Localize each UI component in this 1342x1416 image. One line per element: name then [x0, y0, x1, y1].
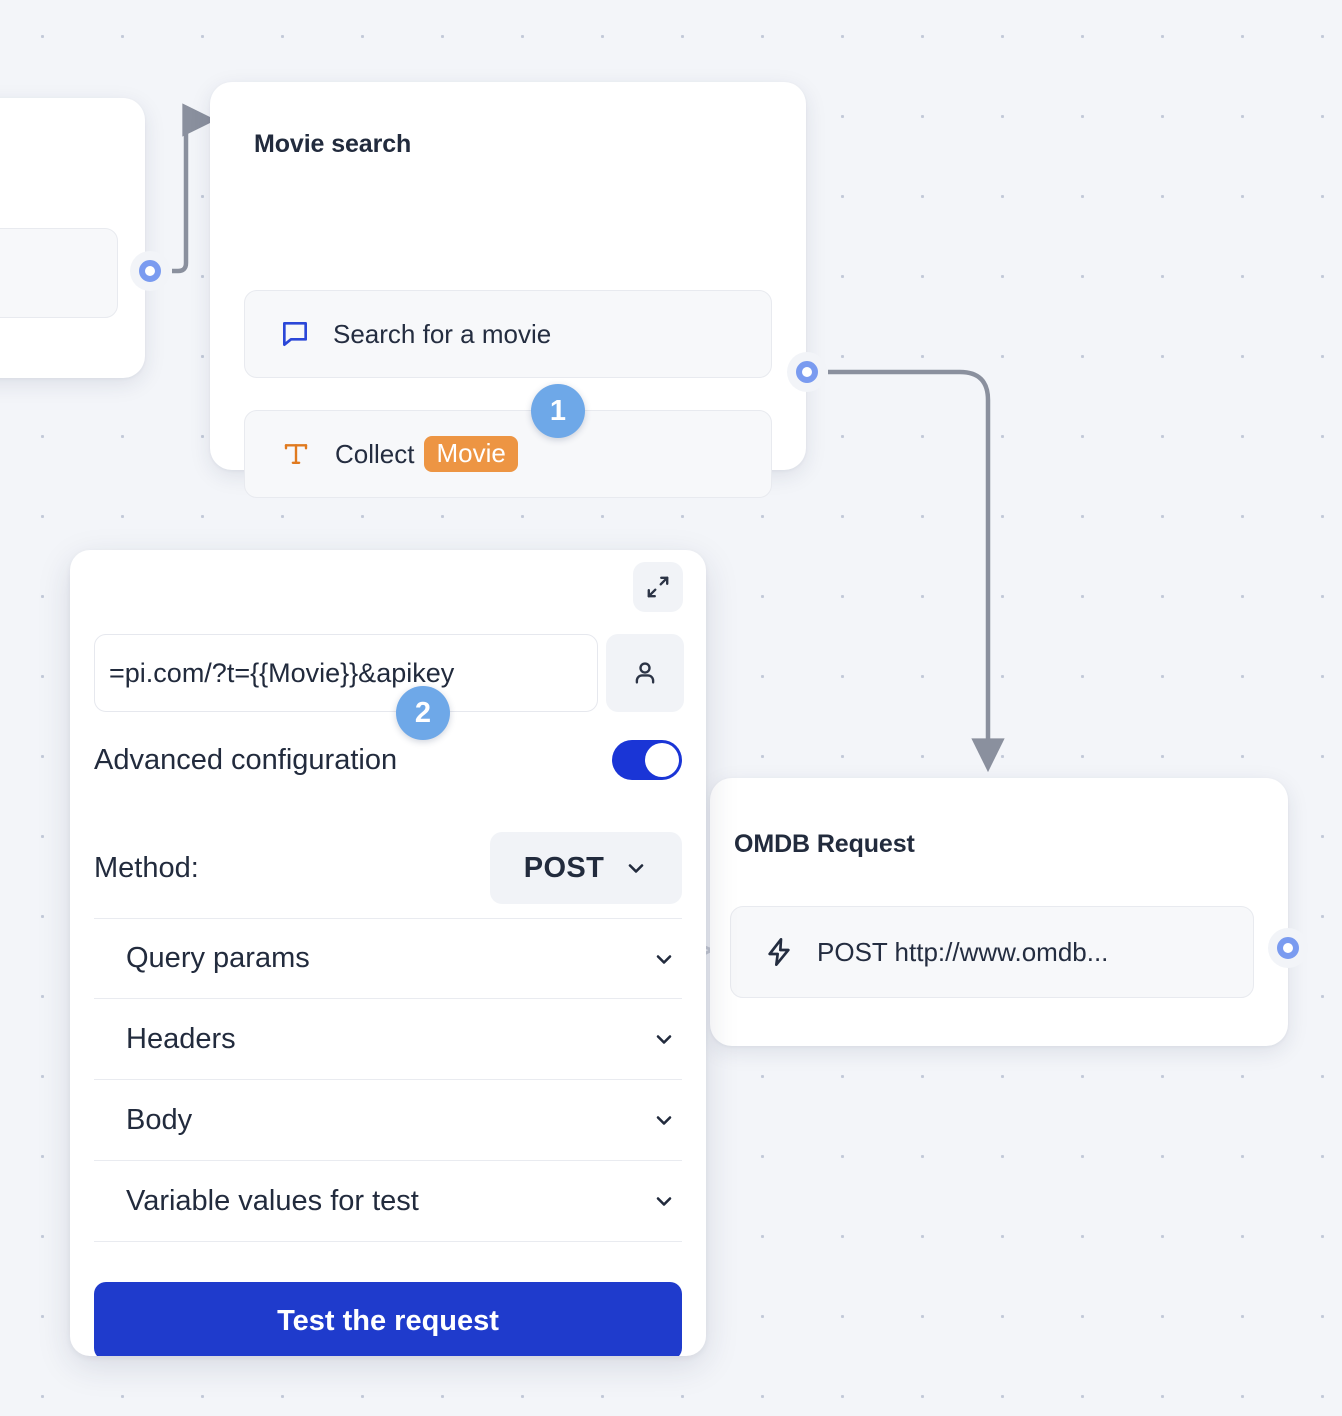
node-card-movie-search[interactable]: Movie search Search for a movie: [210, 82, 806, 498]
request-sections-accordion: Query params Headers Body Variable value…: [94, 918, 682, 1242]
advanced-configuration-row[interactable]: Advanced configuration: [94, 740, 682, 780]
chevron-down-icon: [624, 856, 648, 880]
accordion-label: Query params: [126, 942, 310, 974]
accordion-label: Headers: [126, 1022, 236, 1055]
person-icon-button[interactable]: [606, 634, 684, 712]
method-select-dropdown[interactable]: POST: [490, 832, 682, 904]
accordion-item-query-params[interactable]: Query params: [94, 918, 682, 999]
node-card-omdb-request[interactable]: OMDB Request POST http://www.omdb...: [710, 778, 1288, 1046]
node-row-label: Collect Movie: [335, 436, 518, 472]
chevron-down-icon[interactable]: [652, 1189, 676, 1213]
node-row-label: POST http://www.omdb...: [817, 936, 1109, 967]
node-row-post-request[interactable]: POST http://www.omdb...: [730, 906, 1254, 998]
accordion-label: Body: [126, 1103, 193, 1136]
chevron-down-icon[interactable]: [652, 947, 676, 971]
url-input[interactable]: [94, 634, 598, 712]
text-field-icon: [281, 439, 311, 469]
node-title-omdb-request: OMDB Request: [734, 830, 915, 858]
method-row: Method: POST: [94, 832, 682, 904]
url-field-group[interactable]: [94, 634, 684, 712]
step-badge-2: 2: [396, 686, 450, 740]
accordion-item-headers[interactable]: Headers: [94, 999, 682, 1080]
person-icon: [635, 662, 655, 684]
node-row-placeholder[interactable]: [0, 228, 118, 318]
connector-port-omdb-output[interactable]: [1268, 928, 1308, 968]
node-title-movie-search: Movie search: [254, 130, 412, 158]
collect-label: Collect: [335, 438, 415, 469]
advanced-configuration-toggle[interactable]: [612, 740, 682, 780]
node-row-label: Search for a movie: [333, 318, 552, 349]
chevron-down-icon[interactable]: [652, 1027, 676, 1051]
accordion-item-body[interactable]: Body: [94, 1080, 682, 1161]
expand-diagonal-icon-button[interactable]: [633, 562, 683, 612]
expand-diagonal-icon: [647, 576, 669, 598]
chevron-down-icon[interactable]: [652, 1108, 676, 1132]
node-row-search-for-a-movie[interactable]: Search for a movie: [244, 290, 772, 378]
lightning-bolt-icon: [763, 936, 795, 968]
node-card-partial-left[interactable]: [0, 98, 145, 378]
variable-chip-movie[interactable]: Movie: [424, 436, 518, 472]
node-row-collect-movie[interactable]: Collect Movie: [244, 410, 772, 498]
advanced-configuration-label: Advanced configuration: [94, 743, 398, 776]
step-badge-1: 1: [531, 384, 585, 438]
request-configuration-panel[interactable]: Advanced configuration Method: POST Quer…: [70, 550, 706, 1356]
test-the-request-button[interactable]: Test the request: [94, 1282, 682, 1356]
method-label: Method:: [94, 851, 199, 884]
method-value: POST: [523, 851, 605, 884]
accordion-label: Variable values for test: [126, 1184, 419, 1217]
accordion-item-variable-values-for-test[interactable]: Variable values for test: [94, 1161, 682, 1242]
connector-port-movie-search-output[interactable]: [787, 352, 827, 392]
connector-port-left-node[interactable]: [130, 251, 170, 291]
speech-bubble-icon: [279, 318, 311, 350]
